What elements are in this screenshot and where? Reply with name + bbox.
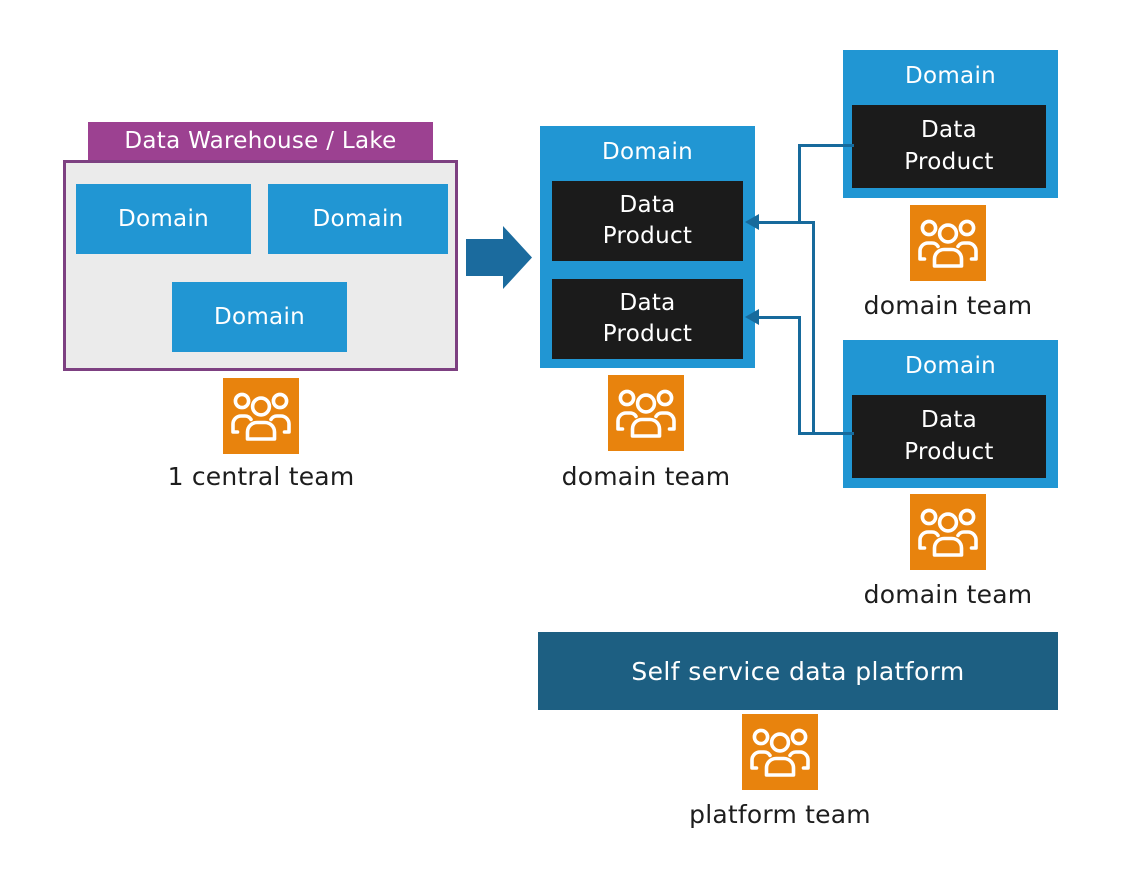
group-people-glyph — [223, 378, 299, 454]
warehouse-domain-3: Domain — [172, 282, 347, 352]
group-people-glyph — [910, 205, 986, 281]
right-bottom-team-icon — [910, 494, 986, 570]
right-top-team-icon — [910, 205, 986, 281]
domain-label: Domain — [117, 206, 210, 232]
connector-line — [798, 144, 854, 147]
middle-domain-team-label: domain team — [561, 462, 731, 491]
connector-line — [812, 221, 815, 435]
warehouse-header-label: Data Warehouse / Lake — [124, 128, 397, 154]
middle-data-product-2: Data Product — [552, 279, 743, 359]
domain-label: Domain — [312, 206, 404, 232]
right-bottom-data-product: Data Product — [852, 395, 1046, 478]
connector-arrowhead-icon — [745, 214, 759, 230]
platform-team-icon — [742, 714, 818, 790]
group-people-glyph — [608, 375, 684, 451]
data-product-label: Data Product — [602, 289, 693, 347]
domain-label: Domain — [601, 139, 694, 165]
self-service-platform-bar: Self service data platform — [538, 632, 1058, 710]
connector-line — [798, 432, 854, 435]
right-top-team-label: domain team — [863, 291, 1033, 320]
connector-arrowhead-icon — [745, 309, 759, 325]
group-people-glyph — [910, 494, 986, 570]
data-product-label: Data Product — [904, 117, 994, 175]
connector-line — [757, 316, 801, 319]
domain-label: Domain — [904, 63, 997, 89]
warehouse-domain-1: Domain — [76, 184, 251, 254]
connector-line — [798, 316, 801, 435]
right-top-data-product: Data Product — [852, 105, 1046, 188]
group-people-glyph — [742, 714, 818, 790]
middle-domain-team-icon — [608, 375, 684, 451]
right-arrow-glyph — [466, 226, 532, 289]
transition-arrow-icon — [466, 226, 532, 289]
data-product-label: Data Product — [602, 191, 693, 249]
right-bottom-team-label: domain team — [863, 580, 1033, 609]
central-team-icon — [223, 378, 299, 454]
platform-bar-label: Self service data platform — [631, 656, 965, 686]
data-product-label: Data Product — [904, 407, 994, 465]
middle-data-product-1: Data Product — [552, 181, 743, 261]
connector-line — [798, 144, 801, 224]
warehouse-domain-2: Domain — [268, 184, 448, 254]
warehouse-header: Data Warehouse / Lake — [88, 122, 433, 160]
platform-team-label: platform team — [689, 800, 871, 829]
central-team-label: 1 central team — [167, 462, 355, 491]
domain-label: Domain — [904, 353, 997, 379]
domain-label: Domain — [213, 304, 306, 330]
connector-line — [757, 221, 815, 224]
